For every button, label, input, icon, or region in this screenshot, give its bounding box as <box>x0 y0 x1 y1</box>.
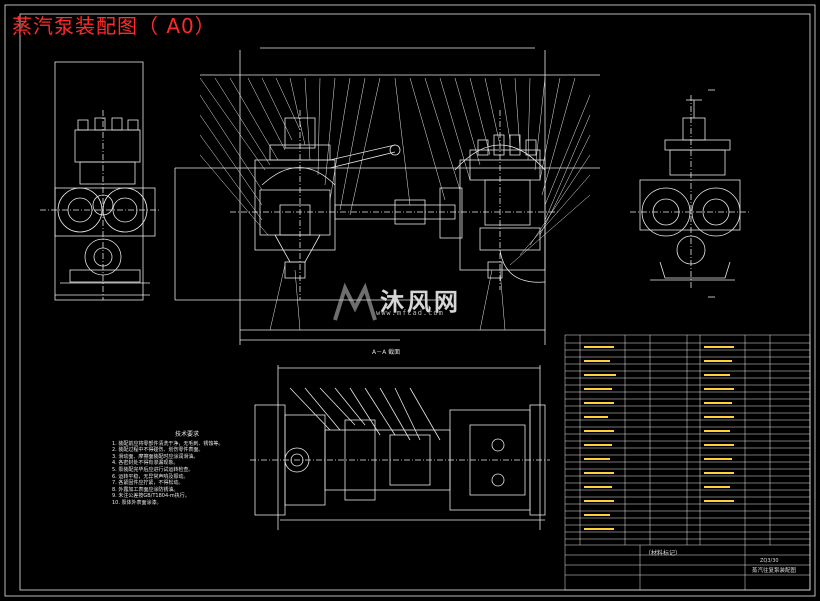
parts-list-text-fill <box>584 346 734 530</box>
section-label: A－A 截面 <box>372 349 401 356</box>
note-item: 7. 各紧固件应拧紧，不得松动。 <box>112 480 184 487</box>
note-item: 2. 装配过程中不得碰伤、划伤零件表面。 <box>112 447 204 454</box>
watermark-logo-icon <box>333 282 377 321</box>
watermark-text: 沐风网 <box>380 288 461 316</box>
note-item: 3. 滑动面、摩擦面装配时应涂润滑油。 <box>112 453 199 460</box>
inner-border <box>19 13 811 591</box>
title-block-name: 蒸汽往复泵装配图 <box>752 568 797 574</box>
note-item: 5. 泵装配完毕后应进行试运转检查。 <box>112 466 194 473</box>
note-item: 9. 未注公差按GB/T1804-m执行。 <box>112 493 190 500</box>
watermark-url: www.mfcad.com <box>376 309 444 317</box>
drawing-title: 蒸汽泵装配图（ A0） <box>12 14 216 38</box>
title-block-drawing-number: ZQ3/30 <box>760 558 779 564</box>
bottom-plan-view <box>250 365 550 530</box>
note-item: 10. 泵体外表面涂漆。 <box>112 499 162 506</box>
note-item: 8. 外露加工表面应涂防锈油。 <box>112 486 179 493</box>
left-side-view <box>40 61 160 301</box>
parts-list-table <box>564 334 811 591</box>
technical-requirements: 技术要求 1. 装配前应将零部件清洗干净，无毛刺、锈蚀等。 2. 装配过程中不得… <box>112 431 262 507</box>
title-block-material: （材料标记） <box>645 550 682 557</box>
note-item: 4. 各密封处不得有渗漏现象。 <box>112 460 179 467</box>
note-item: 6. 运转平稳，无异常声响及振动。 <box>112 473 189 480</box>
main-section-view <box>174 47 600 345</box>
outer-border <box>4 4 816 597</box>
notes-heading: 技术要求 <box>174 431 199 438</box>
part-leaders <box>199 77 591 331</box>
right-side-view <box>630 89 750 298</box>
note-item: 1. 装配前应将零部件清洗干净，无毛刺、锈蚀等。 <box>112 440 224 447</box>
